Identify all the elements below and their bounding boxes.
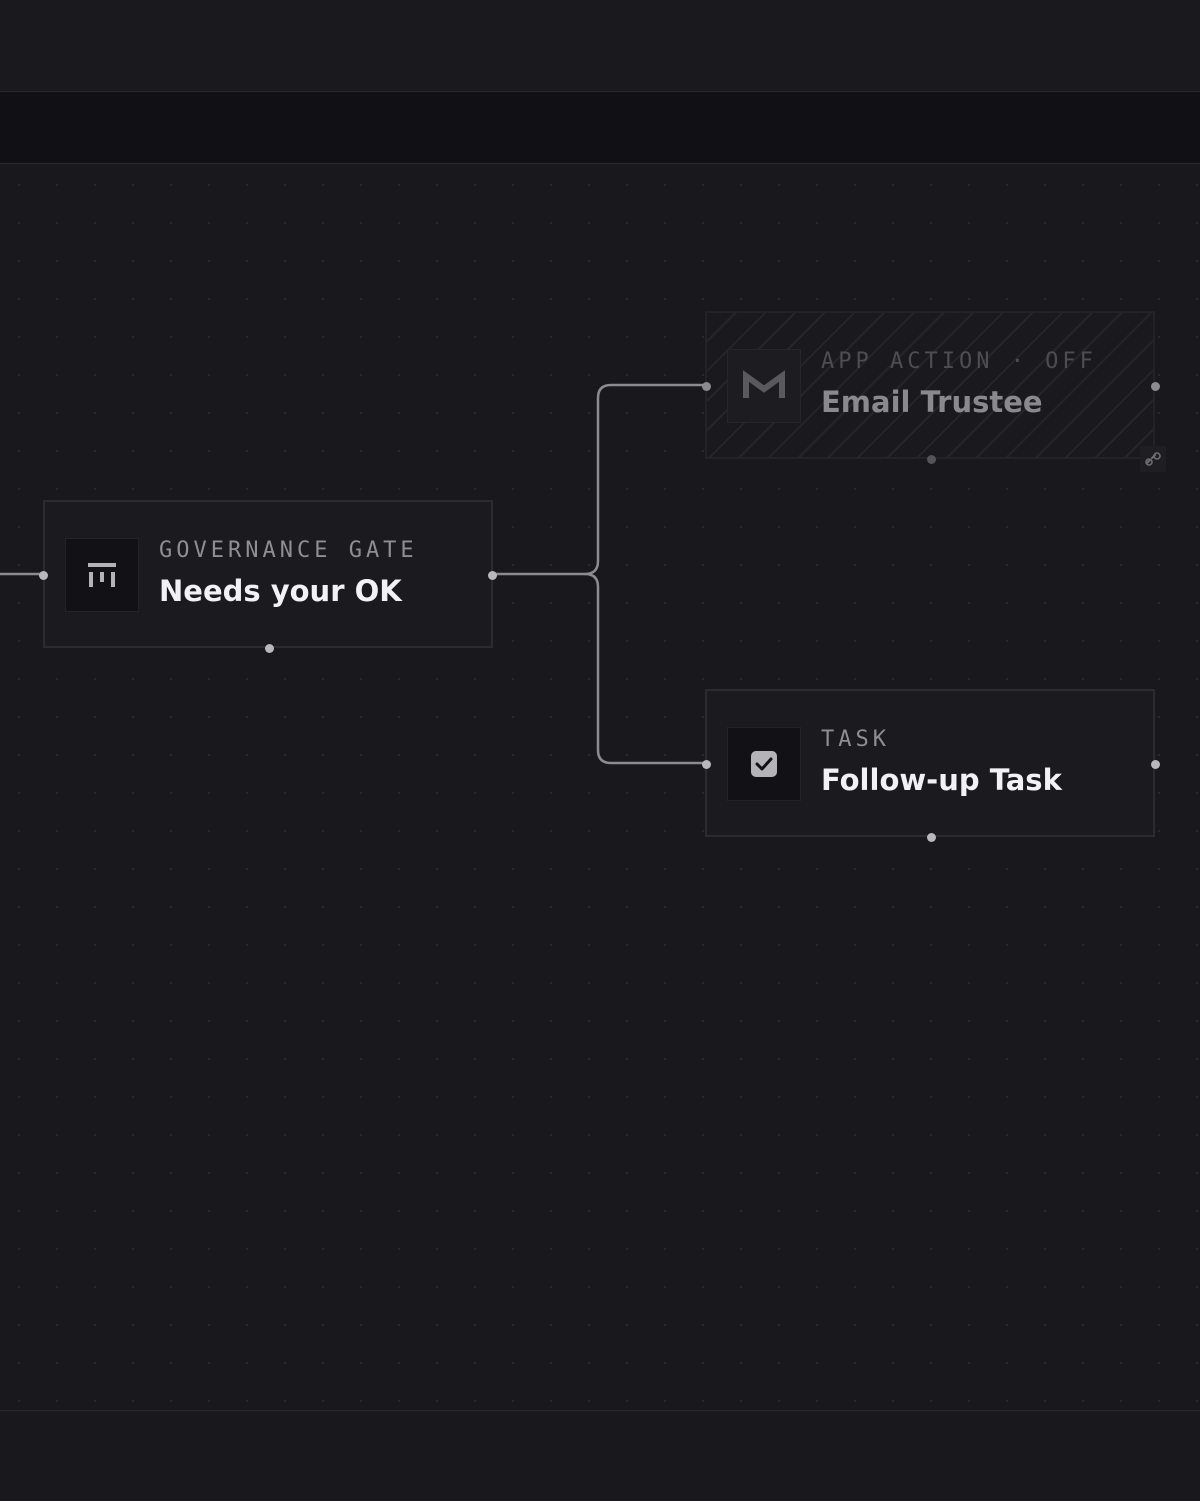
bottom-port[interactable] [927, 455, 936, 464]
node-title: Needs your OK [159, 574, 402, 608]
node-kind-label: APP ACTION · OFF [821, 349, 1097, 374]
node-kind-label: TASK [821, 727, 890, 752]
email-trustee-node[interactable]: APP ACTION · OFF Email Trustee [702, 311, 1160, 464]
node-kind-label: GOVERNANCE GATE [159, 538, 418, 563]
gate-icon [65, 538, 139, 612]
bottom-port[interactable] [265, 644, 274, 653]
bottom-port[interactable] [927, 833, 936, 842]
top-bar [0, 0, 1200, 92]
output-port[interactable] [1151, 382, 1160, 391]
follow-up-task-node[interactable]: TASK Follow-up Task [702, 689, 1160, 842]
bottom-bar [0, 1410, 1200, 1501]
output-port[interactable] [1151, 760, 1160, 769]
gmail-icon [727, 349, 801, 423]
input-port[interactable] [702, 382, 711, 391]
toolbar [0, 92, 1200, 164]
input-port[interactable] [39, 571, 48, 580]
node-title: Follow-up Task [821, 763, 1062, 797]
checkbox-icon [727, 727, 801, 801]
node-title: Email Trustee [821, 385, 1043, 419]
input-port[interactable] [702, 760, 711, 769]
unlink-icon[interactable] [1140, 446, 1166, 472]
output-port[interactable] [488, 571, 497, 580]
governance-gate-node[interactable]: GOVERNANCE GATE Needs your OK [39, 500, 497, 653]
